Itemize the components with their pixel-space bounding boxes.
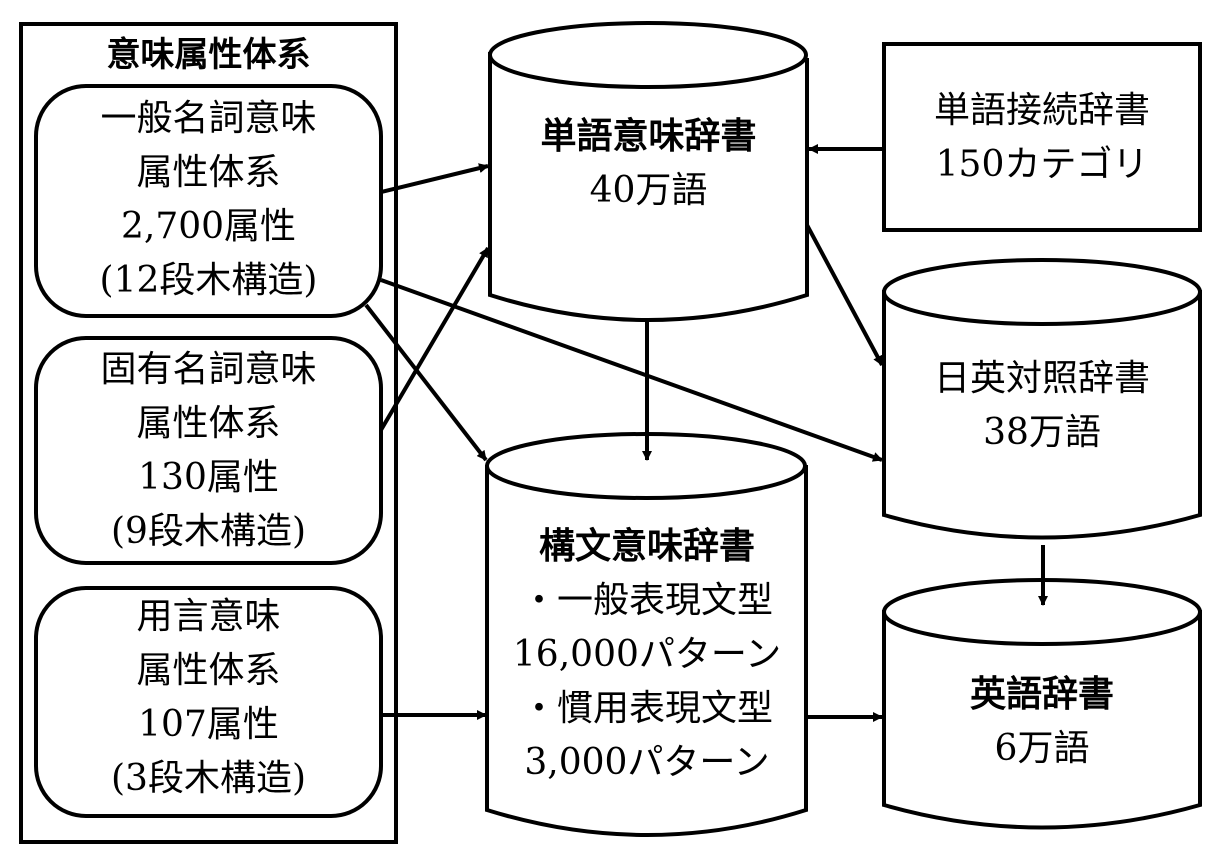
word-connection-dict-label: 単語接続辞書 150カテゴリ bbox=[884, 84, 1200, 192]
syntax-semantic-dict-label: 構文意味辞書 ・一般表現文型 16,000パターン ・慣用表現文型 3,000パ… bbox=[487, 520, 807, 790]
english-dict-cylinder bbox=[882, 578, 1202, 830]
word-semantic-dict-title: 単語意味辞書 bbox=[540, 116, 757, 157]
arrow-proper-to-word-semantic bbox=[379, 246, 490, 432]
predicate-box bbox=[34, 586, 383, 818]
jp-en-dict-cylinder bbox=[882, 258, 1202, 540]
predicate-line-2: 属性体系 bbox=[136, 650, 281, 691]
proper-noun-line-3: 130属性 bbox=[138, 457, 279, 498]
predicate-line-1: 用言意味 bbox=[136, 596, 281, 637]
syntax-item-2-bullet: ・慣用表現文型 bbox=[520, 688, 773, 729]
general-noun-line-2: 属性体系 bbox=[136, 152, 281, 193]
proper-noun-line-1: 固有名詞意味 bbox=[100, 349, 317, 390]
word-connection-dict-title: 単語接続辞書 bbox=[933, 90, 1150, 131]
predicate-label: 用言意味 属性体系 107属性 (3段木構造) bbox=[36, 590, 381, 806]
english-dict-label: 英語辞書 6万語 bbox=[884, 668, 1200, 776]
jp-en-dict-title: 日英対照辞書 bbox=[933, 358, 1150, 399]
proper-noun-line-4: (9段木構造) bbox=[111, 511, 306, 552]
word-semantic-dict-count: 40万語 bbox=[589, 170, 708, 211]
semantic-panel-title: 意味属性体系 bbox=[106, 35, 311, 75]
general-noun-label: 一般名詞意味 属性体系 2,700属性 (12段木構造) bbox=[36, 92, 381, 308]
arrow-word-semantic-to-jp-en bbox=[805, 224, 884, 366]
proper-noun-line-2: 属性体系 bbox=[136, 403, 281, 444]
proper-noun-box bbox=[34, 336, 383, 565]
jp-en-dict-count: 38万語 bbox=[983, 412, 1101, 453]
word-connection-dict-count: 150カテゴリ bbox=[935, 144, 1149, 185]
syntax-semantic-dict-cylinder bbox=[485, 432, 808, 837]
arrow-general-to-word-semantic bbox=[380, 163, 489, 194]
semantic-panel-frame bbox=[19, 22, 398, 844]
syntax-item-2-count: 3,000パターン bbox=[524, 742, 770, 783]
syntax-item-1-count: 16,000パターン bbox=[512, 634, 782, 675]
jp-en-dict-label: 日英対照辞書 38万語 bbox=[884, 352, 1200, 460]
syntax-semantic-dict-title: 構文意味辞書 bbox=[538, 526, 755, 567]
english-dict-title: 英語辞書 bbox=[969, 674, 1114, 715]
general-noun-box bbox=[34, 84, 383, 318]
word-semantic-dict-label: 単語意味辞書 40万語 bbox=[490, 110, 807, 218]
proper-noun-label: 固有名詞意味 属性体系 130属性 (9段木構造) bbox=[36, 343, 381, 559]
word-connection-dict-box bbox=[882, 42, 1202, 232]
general-noun-line-3: 2,700属性 bbox=[120, 206, 297, 247]
arrow-general-to-syntax bbox=[364, 303, 488, 462]
predicate-line-3: 107属性 bbox=[138, 704, 279, 745]
general-noun-line-1: 一般名詞意味 bbox=[100, 98, 317, 139]
english-dict-count: 6万語 bbox=[994, 728, 1090, 769]
word-semantic-dict-cylinder bbox=[488, 21, 809, 322]
arrow-general-to-jp-en bbox=[380, 278, 883, 462]
predicate-line-4: (3段木構造) bbox=[111, 758, 306, 799]
general-noun-line-4: (12段木構造) bbox=[99, 260, 318, 301]
syntax-item-1-bullet: ・一般表現文型 bbox=[520, 580, 773, 621]
